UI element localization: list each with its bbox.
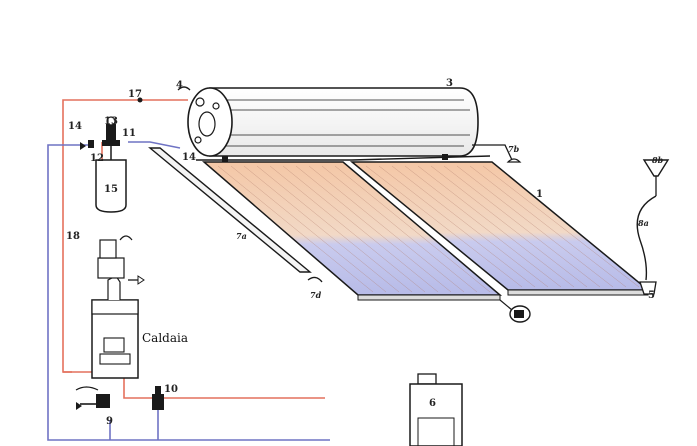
boiler xyxy=(91,235,145,379)
valve-9-icon xyxy=(75,386,110,410)
label-4: 4 xyxy=(176,80,183,91)
label-10: 10 xyxy=(164,384,178,395)
fluid-canister xyxy=(409,373,463,446)
label-1: 1 xyxy=(536,189,543,200)
label-11: 11 xyxy=(122,128,136,139)
label-13: 13 xyxy=(104,116,118,127)
connector-7c-icon xyxy=(499,299,531,323)
label-7a: 7a xyxy=(236,231,247,241)
label-7b: 7b xyxy=(508,144,520,154)
label-14b: 14 xyxy=(182,152,196,163)
valve-7b-icon xyxy=(506,158,522,163)
label-9: 9 xyxy=(106,416,113,427)
label-8b: 8b xyxy=(652,155,664,165)
tank-outlet-pipe xyxy=(472,144,513,161)
label-12: 12 xyxy=(90,153,104,164)
label-17: 17 xyxy=(128,89,142,100)
storage-tank xyxy=(187,87,479,162)
label-5: 5 xyxy=(648,290,655,301)
air-vent-icon xyxy=(177,86,191,91)
expansion-vessel xyxy=(95,146,127,213)
valve-cluster xyxy=(80,116,120,150)
filling-funnel xyxy=(636,159,670,295)
label-8a: 8a xyxy=(638,218,649,228)
point-17-icon xyxy=(137,97,143,103)
solar-collector-left xyxy=(201,161,503,301)
fitting-7d-icon xyxy=(307,276,323,283)
label-caldaia: Caldaia xyxy=(142,331,188,345)
label-14a: 14 xyxy=(68,121,82,132)
valve-10-icon xyxy=(152,386,164,410)
label-18: 18 xyxy=(66,231,80,242)
label-7d: 7d xyxy=(310,290,322,300)
label-15: 15 xyxy=(104,184,118,195)
label-6: 6 xyxy=(429,398,436,409)
label-3: 3 xyxy=(446,78,453,89)
